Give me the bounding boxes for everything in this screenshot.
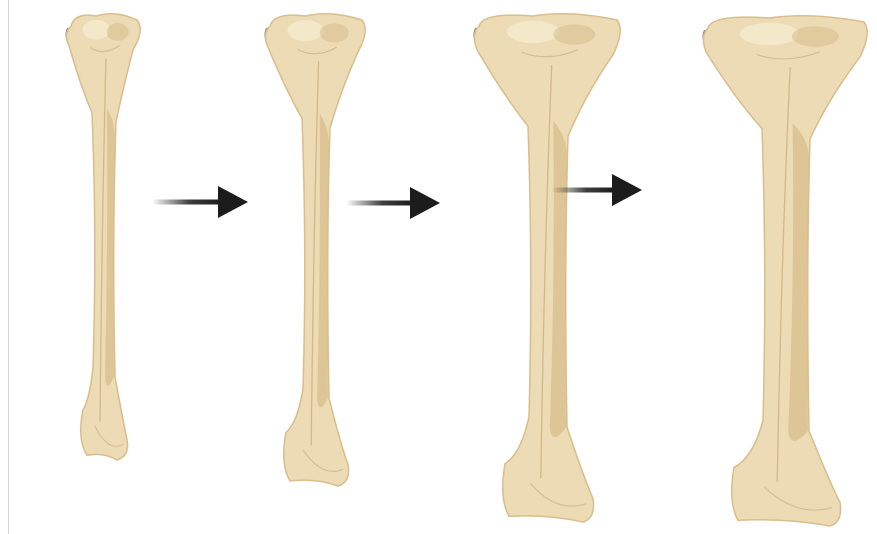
head-shadow: [792, 26, 839, 46]
arrow-shaft: [346, 201, 412, 206]
bone-stage-2: [264, 14, 365, 486]
head-shadow: [320, 23, 349, 42]
arrow-shaft: [152, 200, 220, 205]
head-highlight: [287, 20, 323, 41]
bone-outline: [265, 14, 365, 486]
arrow-head: [612, 174, 642, 206]
head-shadow: [553, 24, 595, 44]
bone-outline: [66, 14, 140, 460]
arrow-head: [410, 187, 440, 219]
head-shadow: [107, 23, 129, 41]
growth-arrow-1: [152, 186, 248, 218]
bone-stage-1: [65, 14, 140, 460]
arrow-head: [218, 186, 248, 218]
bone-stage-3: [473, 14, 620, 522]
growth-arrow-2: [346, 187, 440, 219]
head-highlight: [83, 20, 110, 40]
bone-outline: [703, 16, 867, 526]
arrow-shaft: [552, 188, 614, 193]
bone-stage-4: [702, 16, 867, 526]
bones-layer: [65, 14, 867, 526]
arrows-layer: [152, 174, 642, 219]
bone-outline: [474, 14, 620, 522]
head-highlight: [740, 23, 799, 46]
head-highlight: [507, 21, 560, 43]
